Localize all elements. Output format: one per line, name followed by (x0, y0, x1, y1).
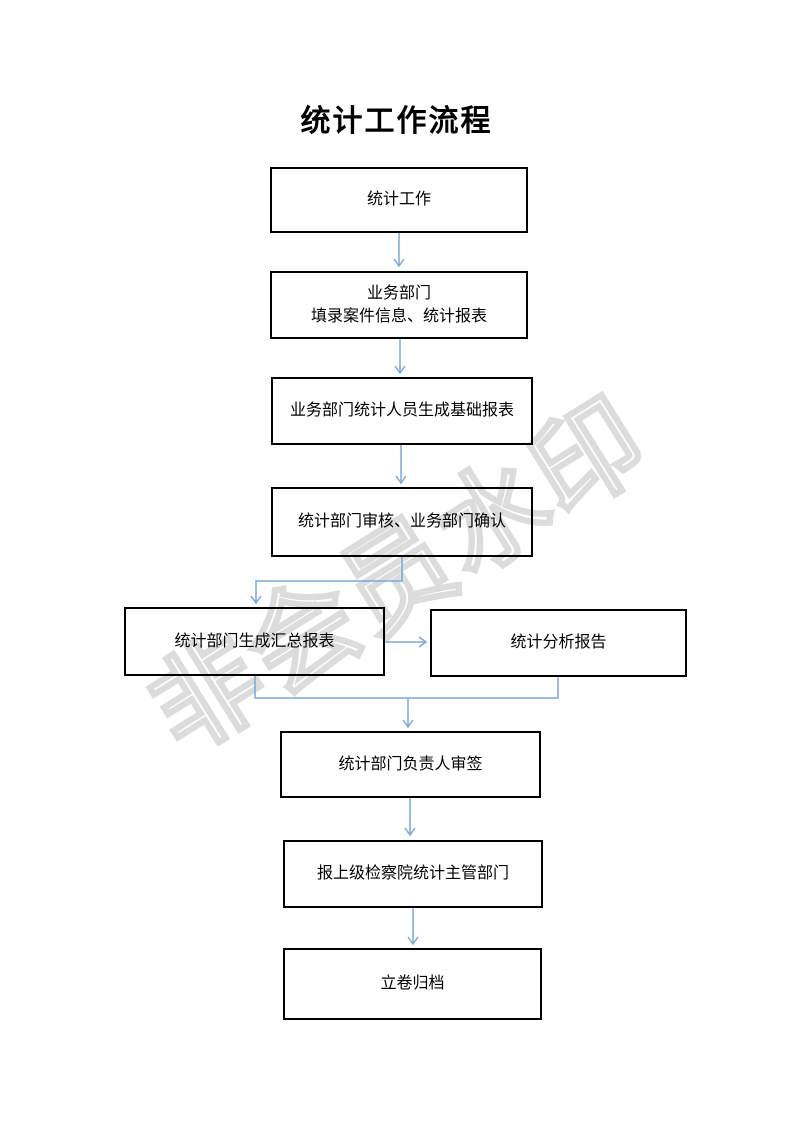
connector-node0-node1 (393, 233, 405, 268)
node-generate-summary-report: 统计部门生成汇总报表 (124, 607, 385, 676)
connector-node3-node4 (250, 557, 403, 605)
connector-node6-node7 (404, 798, 416, 837)
connector-merge-rail (254, 676, 559, 729)
page-title: 统计工作流程 (300, 105, 493, 138)
node-analysis-report: 统计分析报告 (430, 609, 687, 677)
connector-node1-node2 (394, 339, 406, 375)
node-dept-head-sign: 统计部门负责人审签 (280, 731, 541, 798)
node-file-and-archive: 立卷归档 (283, 948, 542, 1020)
connector-node2-node3 (395, 445, 407, 485)
connector-node7-node8 (407, 908, 419, 946)
node-report-to-superior: 报上级检察院统计主管部门 (283, 840, 543, 908)
node-review-and-confirm: 统计部门审核、业务部门确认 (271, 487, 533, 557)
connector-node4-node5 (385, 636, 428, 648)
node-generate-basic-report: 业务部门统计人员生成基础报表 (271, 377, 533, 445)
node-business-dept-data-entry: 业务部门 填录案件信息、统计报表 (270, 271, 528, 339)
node-statistics-work: 统计工作 (270, 167, 528, 233)
